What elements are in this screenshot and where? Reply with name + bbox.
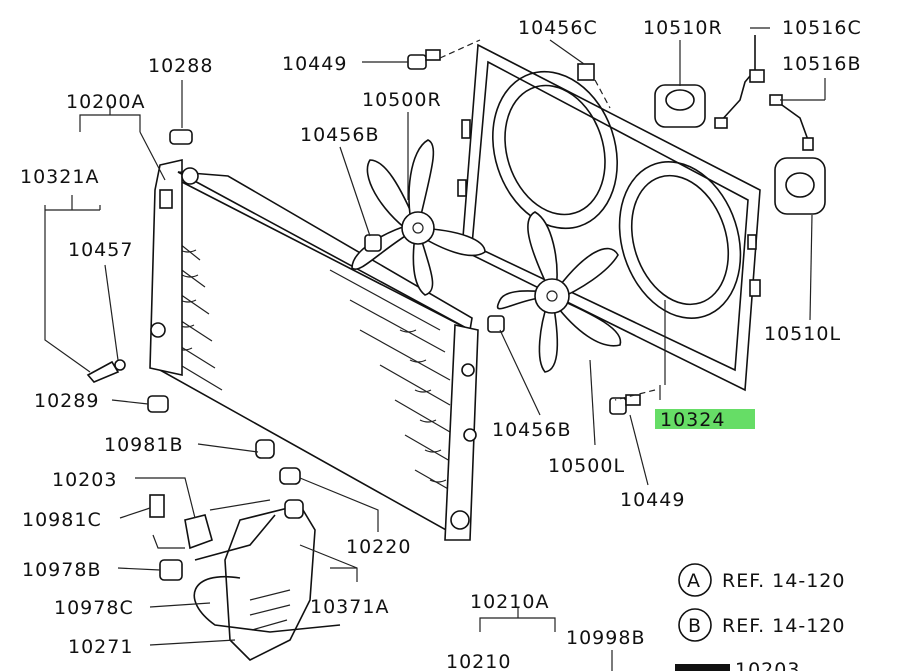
- label-10271[interactable]: 10271: [68, 636, 133, 658]
- label-10449-bottom[interactable]: 10449: [620, 489, 685, 511]
- ref-b-text[interactable]: REF. 14-120: [722, 615, 845, 637]
- overflow-hose: [193, 575, 341, 633]
- label-10510l[interactable]: 10510L: [764, 323, 841, 345]
- ref-b-letter: B: [688, 615, 702, 637]
- fan-shroud: [457, 43, 761, 392]
- clip-10978b: [159, 559, 183, 581]
- ref-a-text[interactable]: REF. 14-120: [722, 570, 845, 592]
- label-10500l[interactable]: 10500L: [548, 455, 625, 477]
- label-10449-top[interactable]: 10449: [282, 53, 347, 75]
- label-10456b-top[interactable]: 10456B: [300, 124, 379, 146]
- fan-motor-lower: [774, 157, 826, 215]
- nut-upper: [364, 234, 382, 252]
- label-10998b[interactable]: 10998B: [566, 627, 645, 649]
- fan-upper: [351, 139, 486, 296]
- radiator-left-tank: [149, 158, 183, 376]
- nut-lower: [487, 315, 505, 333]
- bolt-top: [407, 49, 441, 70]
- label-10457[interactable]: 10457: [68, 239, 133, 261]
- label-10203[interactable]: 10203: [52, 469, 117, 491]
- label-10288[interactable]: 10288: [148, 55, 213, 77]
- radiator-right-tank: [444, 324, 479, 541]
- label-10516b[interactable]: 10516B: [782, 53, 861, 75]
- label-10456b-bottom[interactable]: 10456B: [492, 419, 571, 441]
- label-10371a[interactable]: 10371A: [310, 596, 389, 618]
- label-10203-partial[interactable]: 10203: [735, 659, 800, 671]
- label-10510r[interactable]: 10510R: [643, 17, 723, 39]
- label-10981b[interactable]: 10981B: [104, 434, 183, 456]
- label-10210a[interactable]: 10210A: [470, 591, 549, 613]
- partial-label-box: [675, 664, 730, 671]
- label-10200a[interactable]: 10200A: [66, 91, 145, 113]
- reference-a: A REF. 14-120: [678, 563, 845, 597]
- drain-plug: [147, 395, 169, 413]
- label-10981c[interactable]: 10981C: [22, 509, 102, 531]
- reserve-tank: [224, 499, 316, 661]
- hose-clamp-10981b: [255, 439, 275, 459]
- wire-harness: [714, 35, 814, 151]
- radiator: [149, 158, 479, 541]
- leader-lines: [44, 27, 826, 671]
- ref-a-letter: A: [687, 570, 701, 592]
- clip-10456c: [577, 63, 595, 81]
- radiator-fins-right: [329, 269, 451, 491]
- hose-clamp-10220: [279, 467, 301, 485]
- drain-cock: [86, 360, 120, 383]
- label-10456c[interactable]: 10456C: [518, 17, 598, 39]
- radiator-top-rail: [177, 171, 473, 332]
- label-10210[interactable]: 10210: [446, 651, 511, 671]
- reference-b: B REF. 14-120: [678, 608, 845, 642]
- part-labels: 10288 10200A 10321A 10457 10289 10981B 1…: [20, 17, 862, 671]
- label-10978b[interactable]: 10978B: [22, 559, 101, 581]
- bracket-10203: [149, 494, 213, 550]
- radiator-fins-left: [169, 239, 223, 391]
- label-10978c[interactable]: 10978C: [54, 597, 134, 619]
- label-10500r[interactable]: 10500R: [362, 89, 442, 111]
- label-10289[interactable]: 10289: [34, 390, 99, 412]
- label-10220[interactable]: 10220: [346, 536, 411, 558]
- label-10516c[interactable]: 10516C: [782, 17, 862, 39]
- label-10324[interactable]: 10324: [660, 409, 725, 431]
- part-highlight: [655, 409, 755, 429]
- radiator-cap: [169, 129, 193, 145]
- fan-motor-right-upper: [654, 84, 706, 128]
- fan-lower: [496, 211, 622, 373]
- label-10321a[interactable]: 10321A: [20, 166, 99, 188]
